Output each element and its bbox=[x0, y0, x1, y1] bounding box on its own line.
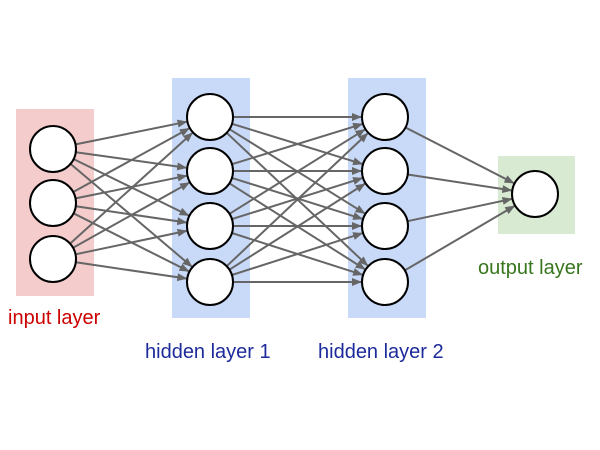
connections bbox=[69, 113, 516, 286]
edge-hidden2-3-to-output-0 bbox=[404, 205, 516, 272]
hidden2-neuron-3 bbox=[361, 202, 409, 250]
neurons bbox=[29, 93, 559, 306]
hidden1-neuron-2 bbox=[186, 147, 234, 195]
input-neuron-2 bbox=[29, 179, 77, 227]
edge-input-2-to-hidden1-0 bbox=[69, 132, 193, 245]
edge-input-2-to-hidden1-1 bbox=[72, 181, 190, 249]
output-neuron-1 bbox=[511, 170, 559, 218]
input-neuron-1 bbox=[29, 125, 77, 173]
hidden1-neuron-3 bbox=[186, 202, 234, 250]
edge-input-2-to-hidden1-3 bbox=[75, 261, 188, 282]
hidden2-neuron-4 bbox=[361, 258, 409, 306]
hidden1-neuron-1 bbox=[186, 93, 234, 141]
edge-input-1-to-hidden1-1 bbox=[75, 173, 188, 200]
edge-hidden2-1-to-output-0 bbox=[407, 173, 513, 193]
hidden1-neuron-4 bbox=[186, 258, 234, 306]
hidden-layer-1-label: hidden layer 1 bbox=[145, 341, 271, 363]
edge-hidden1-1-to-hidden2-0 bbox=[231, 122, 364, 166]
edge-hidden1-3-to-hidden2-1 bbox=[228, 183, 366, 271]
edge-hidden1-2-to-hidden2-0 bbox=[228, 128, 366, 215]
edge-hidden1-3-to-hidden2-2 bbox=[231, 232, 364, 276]
edge-hidden1-3-to-hidden2-0 bbox=[226, 132, 369, 267]
edge-hidden2-2-to-output-0 bbox=[407, 196, 513, 223]
input-neuron-3 bbox=[29, 235, 77, 283]
hidden2-neuron-1 bbox=[361, 93, 409, 141]
edge-input-0-to-hidden1-0 bbox=[75, 119, 188, 146]
hidden-layer-2-label: hidden layer 2 bbox=[318, 341, 444, 363]
output-layer-label: output layer bbox=[478, 257, 583, 279]
edge-input-1-to-hidden1-0 bbox=[72, 127, 190, 193]
edge-hidden2-0-to-output-0 bbox=[405, 126, 515, 184]
input-layer-label: input layer bbox=[8, 307, 101, 329]
hidden2-neuron-2 bbox=[361, 147, 409, 195]
edge-input-2-to-hidden1-2 bbox=[75, 228, 188, 256]
